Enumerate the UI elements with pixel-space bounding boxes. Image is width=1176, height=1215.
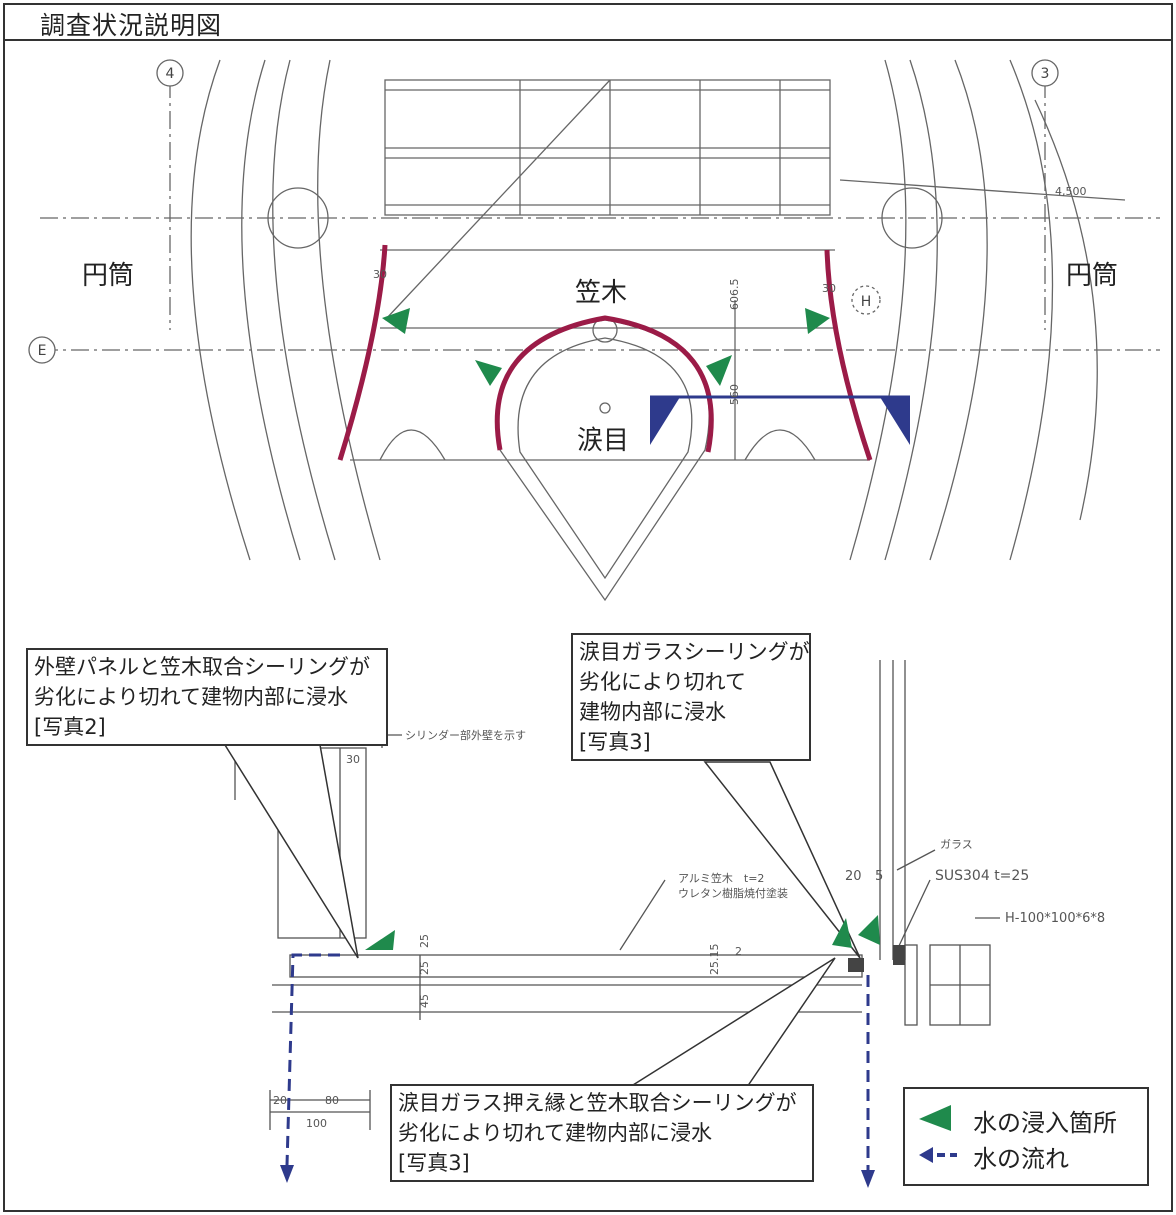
- cylinder-label-left: 円筒: [82, 261, 135, 291]
- namidame-label: 涙目: [577, 426, 630, 456]
- cylinder-note: シリンダー部外壁を示す: [405, 728, 526, 742]
- callout-line: 建物内部に浸水: [579, 700, 726, 724]
- dim-560: 560: [728, 384, 741, 405]
- flow-arrowhead-left: [280, 1165, 294, 1183]
- flow-arrowhead-right: [861, 1170, 875, 1188]
- dim-25a: 25: [418, 934, 431, 948]
- dim-2: 2: [735, 945, 742, 958]
- seal-block-2: [893, 945, 905, 965]
- page-title: 調査状況説明図: [40, 11, 223, 40]
- sealing-lines: [337, 244, 873, 461]
- callout-line: 涙目ガラスシーリングが: [579, 640, 810, 664]
- glass-note: ガラス: [940, 838, 973, 851]
- grid-label-h: H: [861, 294, 872, 310]
- callout-line: 劣化により切れて建物内部に浸水: [398, 1121, 712, 1145]
- callout-line: [写真3]: [579, 730, 651, 754]
- dim-30-left: 30: [373, 268, 387, 281]
- dim-30-right: 30: [822, 282, 836, 295]
- kasagi-note-2: ウレタン樹脂焼付塗装: [678, 886, 788, 900]
- dim-30-section: 30: [346, 753, 360, 766]
- callout-wall-sealing: 外壁パネルと笠木取合シーリングが 劣化により切れて建物内部に浸水 [写真2]: [26, 648, 388, 746]
- section-cut-marker: [650, 395, 910, 445]
- grid-label-4: 4: [166, 66, 175, 82]
- blue-dashed-arrow-icon: [919, 1147, 933, 1163]
- grid-label-e: E: [38, 343, 47, 359]
- dim-606: 606.5: [728, 279, 741, 311]
- dim-20b: 20: [273, 1094, 287, 1107]
- callout-glass-sealing: 涙目ガラスシーリングが 劣化により切れて 建物内部に浸水 [写真3]: [571, 633, 811, 761]
- dim-20: 20: [845, 869, 862, 884]
- legend-flow: 水の流れ: [973, 1145, 1069, 1173]
- seal-block: [848, 958, 864, 972]
- h-steel-note: H-100*100*6*8: [1005, 911, 1105, 926]
- kasagi-label: 笠木: [575, 278, 628, 308]
- kasagi-note-1: アルミ笠木 t=2: [678, 871, 764, 885]
- intrusion-markers-section: [365, 915, 880, 950]
- dim-5: 5: [875, 869, 883, 884]
- intrusion-markers-plan: [382, 308, 830, 386]
- callout-line: 外壁パネルと笠木取合シーリングが: [34, 655, 370, 679]
- grid-bubbles: [28, 59, 1059, 364]
- cylinder-label-right: 円筒: [1066, 261, 1119, 291]
- dim-25b: 25: [418, 961, 431, 975]
- dim-4500: 4,500: [1055, 185, 1087, 198]
- water-flow-arrows: [285, 953, 870, 1170]
- dim-100: 100: [306, 1117, 327, 1130]
- dim-2515: 25.15: [708, 944, 721, 976]
- dim-80: 80: [325, 1094, 339, 1107]
- dim-45: 45: [418, 994, 431, 1008]
- sus-note: SUS304 t=25: [935, 868, 1029, 884]
- callout-line: 劣化により切れて: [579, 670, 746, 694]
- plan-view: [40, 59, 1160, 602]
- callout-line: [写真3]: [398, 1151, 470, 1175]
- callout-line: 劣化により切れて建物内部に浸水: [34, 685, 348, 709]
- green-triangle-icon: [919, 1105, 951, 1131]
- legend: 水の浸入箇所 水の流れ: [903, 1087, 1149, 1186]
- callout-pointers: [223, 744, 861, 1091]
- legend-icons: [919, 1105, 957, 1163]
- legend-intrusion: 水の浸入箇所: [973, 1109, 1117, 1137]
- callout-stop-sealing: 涙目ガラス押え縁と笠木取合シーリングが 劣化により切れて建物内部に浸水 [写真3…: [390, 1084, 814, 1182]
- callout-line: [写真2]: [34, 715, 106, 739]
- grid-label-3: 3: [1041, 66, 1050, 82]
- callout-line: 涙目ガラス押え縁と笠木取合シーリングが: [398, 1091, 797, 1115]
